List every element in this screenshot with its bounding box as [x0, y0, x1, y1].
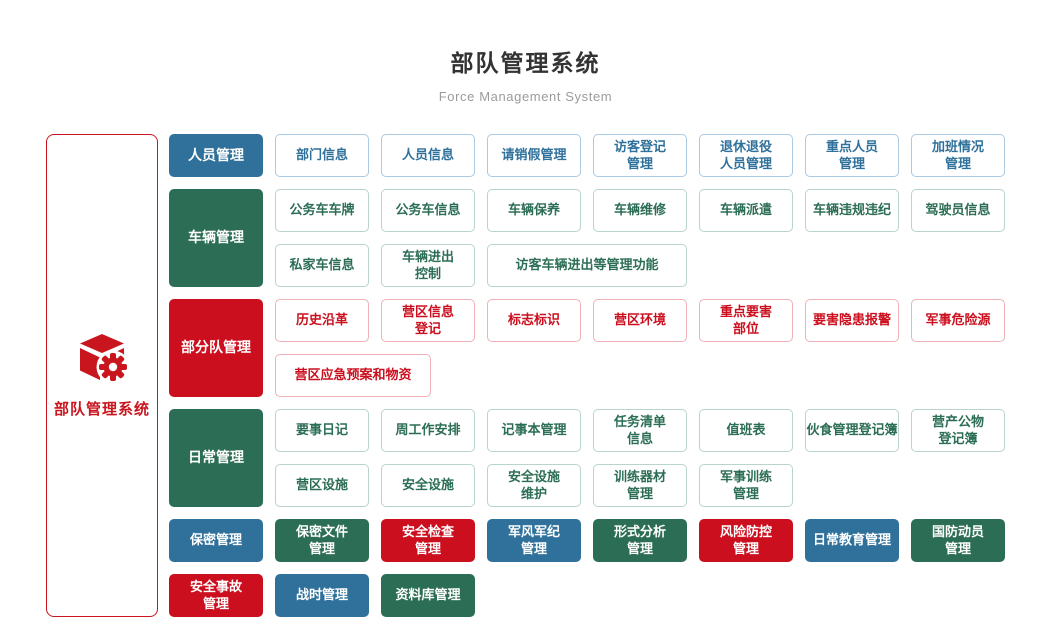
feature-box: 车辆进出 控制: [381, 244, 475, 287]
solid-row: 保密管理保密文件 管理安全检查 管理军风军纪 管理形式分析 管理风险防控 管理日…: [169, 519, 1005, 562]
module-box: 国防动员 管理: [911, 519, 1005, 562]
feature-box: 营区应急预案和物资: [275, 354, 431, 397]
feature-box: 安全设施: [381, 464, 475, 507]
feature-box: 车辆派遣: [699, 189, 793, 232]
module-box: 保密管理: [169, 519, 263, 562]
feature-box: 公务车信息: [381, 189, 475, 232]
feature-box: 部门信息: [275, 134, 369, 177]
group-daily-items: 要事日记周工作安排记事本管理任务清单 信息值班表伙食管理登记簿营产公物 登记簿营…: [275, 409, 1005, 507]
category-vehicle: 车辆管理: [169, 189, 263, 287]
group-vehicle: 车辆管理公务车车牌公务车信息车辆保养车辆维修车辆派遣车辆违规违纪驾驶员信息私家车…: [169, 189, 1005, 287]
module-box: 日常教育管理: [805, 519, 899, 562]
item-row: 历史沿革营区信息 登记标志标识营区环境重点要害 部位要害隐患报警军事危险源: [275, 299, 1005, 342]
item-row: 要事日记周工作安排记事本管理任务清单 信息值班表伙食管理登记簿营产公物 登记簿: [275, 409, 1005, 452]
feature-box: 访客车辆进出等管理功能: [487, 244, 687, 287]
feature-box: 记事本管理: [487, 409, 581, 452]
item-row: 营区设施安全设施安全设施 维护训练器材 管理军事训练 管理: [275, 464, 1005, 507]
system-root-node: 部队管理系统: [46, 134, 158, 617]
feature-box: 标志标识: [487, 299, 581, 342]
feature-box: 私家车信息: [275, 244, 369, 287]
category-subunit: 部分队管理: [169, 299, 263, 397]
feature-box: 车辆维修: [593, 189, 687, 232]
feature-box: 重点要害 部位: [699, 299, 793, 342]
feature-box: 历史沿革: [275, 299, 369, 342]
feature-box: 加班情况 管理: [911, 134, 1005, 177]
feature-box: 车辆保养: [487, 189, 581, 232]
feature-map: 人员管理部门信息人员信息请销假管理访客登记 管理退休退役 人员管理重点人员 管理…: [169, 134, 1005, 617]
feature-box: 人员信息: [381, 134, 475, 177]
group-personnel: 人员管理部门信息人员信息请销假管理访客登记 管理退休退役 人员管理重点人员 管理…: [169, 134, 1005, 177]
module-box: 安全检查 管理: [381, 519, 475, 562]
module-box: 军风军纪 管理: [487, 519, 581, 562]
item-row: 营区应急预案和物资: [275, 354, 1005, 397]
solid-row: 安全事故 管理战时管理资料库管理: [169, 574, 1005, 617]
feature-box: 营区设施: [275, 464, 369, 507]
feature-box: 退休退役 人员管理: [699, 134, 793, 177]
page-header: 部队管理系统 Force Management System: [0, 0, 1051, 104]
feature-box: 营区环境: [593, 299, 687, 342]
item-row: 部门信息人员信息请销假管理访客登记 管理退休退役 人员管理重点人员 管理加班情况…: [275, 134, 1005, 177]
category-daily: 日常管理: [169, 409, 263, 507]
feature-box: 值班表: [699, 409, 793, 452]
group-subunit: 部分队管理历史沿革营区信息 登记标志标识营区环境重点要害 部位要害隐患报警军事危…: [169, 299, 1005, 397]
module-box: 保密文件 管理: [275, 519, 369, 562]
diagram: 部队管理系统 人员管理部门信息人员信息请销假管理访客登记 管理退休退役 人员管理…: [46, 134, 1051, 617]
feature-box: 安全设施 维护: [487, 464, 581, 507]
feature-box: 伙食管理登记簿: [805, 409, 899, 452]
feature-box: 军事危险源: [911, 299, 1005, 342]
feature-box: 要害隐患报警: [805, 299, 899, 342]
group-vehicle-items: 公务车车牌公务车信息车辆保养车辆维修车辆派遣车辆违规违纪驾驶员信息私家车信息车辆…: [275, 189, 1005, 287]
feature-box: 营区信息 登记: [381, 299, 475, 342]
category-personnel: 人员管理: [169, 134, 263, 177]
feature-box: 驾驶员信息: [911, 189, 1005, 232]
cube-gear-icon: [76, 333, 130, 386]
feature-box: 重点人员 管理: [805, 134, 899, 177]
item-row: 公务车车牌公务车信息车辆保养车辆维修车辆派遣车辆违规违纪驾驶员信息: [275, 189, 1005, 232]
feature-box: 训练器材 管理: [593, 464, 687, 507]
module-box: 战时管理: [275, 574, 369, 617]
module-box: 安全事故 管理: [169, 574, 263, 617]
module-box: 资料库管理: [381, 574, 475, 617]
group-subunit-items: 历史沿革营区信息 登记标志标识营区环境重点要害 部位要害隐患报警军事危险源营区应…: [275, 299, 1005, 397]
page-title: 部队管理系统: [450, 50, 601, 76]
feature-box: 要事日记: [275, 409, 369, 452]
feature-box: 请销假管理: [487, 134, 581, 177]
feature-box: 任务清单 信息: [593, 409, 687, 452]
feature-box: 访客登记 管理: [593, 134, 687, 177]
feature-box: 军事训练 管理: [699, 464, 793, 507]
group-daily: 日常管理要事日记周工作安排记事本管理任务清单 信息值班表伙食管理登记簿营产公物 …: [169, 409, 1005, 507]
system-root-label: 部队管理系统: [53, 400, 150, 418]
feature-box: 车辆违规违纪: [805, 189, 899, 232]
module-box: 风险防控 管理: [699, 519, 793, 562]
item-row: 私家车信息车辆进出 控制访客车辆进出等管理功能: [275, 244, 1005, 287]
module-box: 形式分析 管理: [593, 519, 687, 562]
page-subtitle: Force Management System: [438, 89, 613, 104]
feature-box: 公务车车牌: [275, 189, 369, 232]
feature-box: 营产公物 登记簿: [911, 409, 1005, 452]
group-personnel-items: 部门信息人员信息请销假管理访客登记 管理退休退役 人员管理重点人员 管理加班情况…: [275, 134, 1005, 177]
feature-box: 周工作安排: [381, 409, 475, 452]
